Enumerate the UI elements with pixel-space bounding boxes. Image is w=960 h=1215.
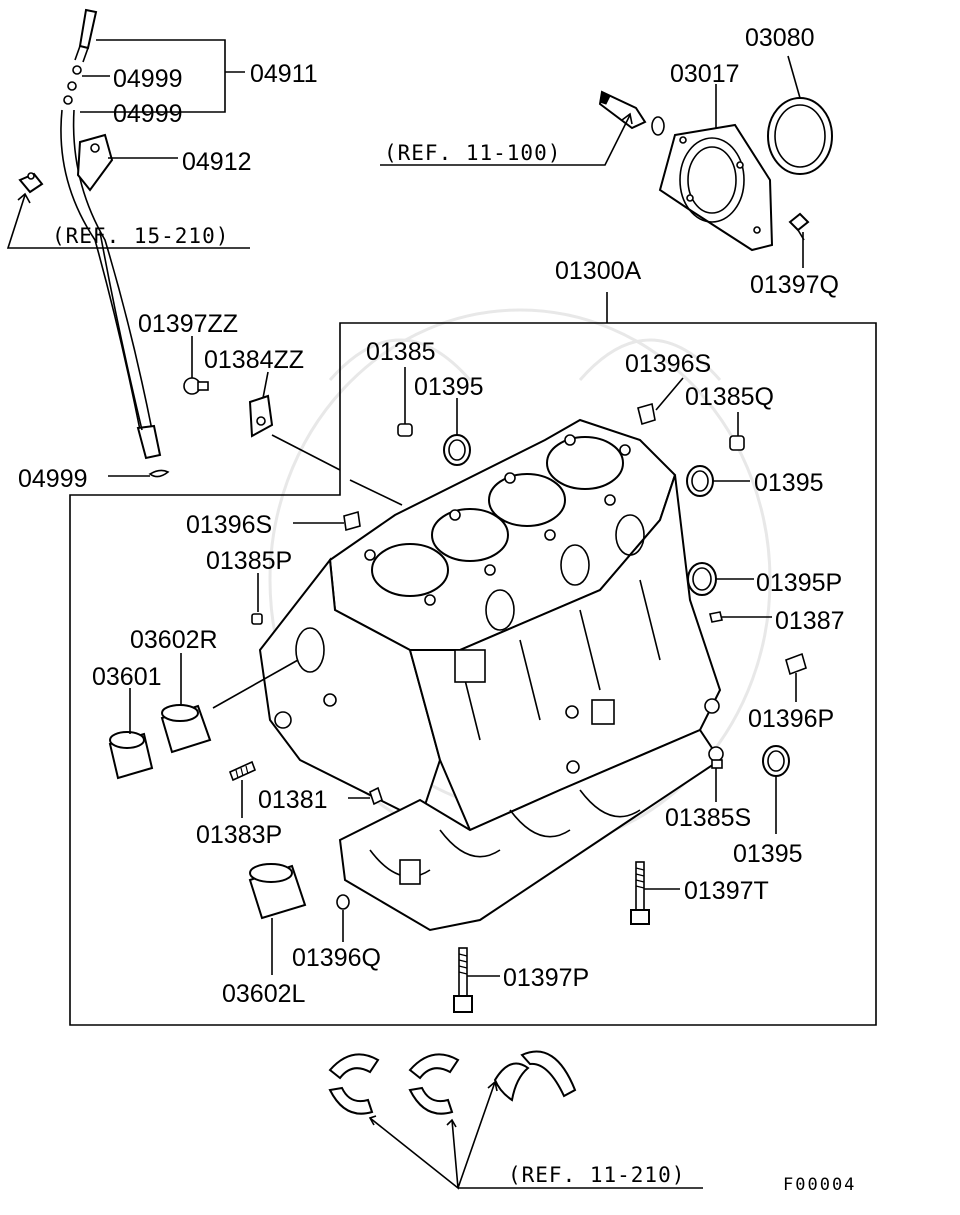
ref-15-210: (REF. 15-210) — [52, 224, 229, 248]
plug-01395-upper — [443, 434, 471, 466]
plug-01395p — [687, 562, 717, 596]
label-01395-right: 01395 — [754, 469, 824, 497]
bolt-01397t — [630, 861, 650, 925]
label-01395-lower: 01395 — [733, 840, 803, 868]
label-04999-upper: 04999 — [113, 65, 183, 93]
label-04999-lower: 04999 — [18, 465, 88, 493]
assembly-frame — [69, 322, 877, 1026]
label-03080: 03080 — [745, 24, 815, 52]
dowel-01396q — [336, 894, 350, 910]
label-01385: 01385 — [366, 338, 436, 366]
label-01395-upper: 01395 — [414, 373, 484, 401]
plug-01395-right — [686, 465, 714, 497]
dowel-01396p — [785, 652, 807, 676]
bracket-01384zz — [248, 394, 274, 438]
label-01381: 01381 — [258, 786, 328, 814]
bolt-01397p — [453, 947, 473, 1013]
label-04999-middle: 04999 — [113, 100, 183, 128]
dipstick-assembly — [18, 8, 170, 478]
label-01383p: 01383P — [196, 821, 282, 849]
plug-01385 — [397, 423, 413, 437]
label-01396p: 01396P — [748, 705, 834, 733]
ref-11-100: (REF. 11-100) — [384, 141, 561, 165]
stud-01383p — [228, 760, 257, 782]
bushing-03602r — [160, 704, 212, 754]
label-01300a: 01300A — [555, 257, 642, 285]
oil-seal-case — [598, 90, 833, 252]
bolt-01397zz — [183, 377, 209, 395]
figure-code: F00004 — [783, 1175, 856, 1195]
dowel-01396s — [343, 510, 361, 532]
label-03602l: 03602L — [222, 980, 306, 1008]
label-01387: 01387 — [775, 607, 845, 635]
label-01385p: 01385P — [206, 547, 292, 575]
label-04912: 04912 — [182, 148, 252, 176]
plug-01395-lower — [762, 745, 790, 777]
cylinder-block — [258, 418, 722, 932]
label-01385s: 01385S — [665, 804, 751, 832]
label-01384zz: 01384ZZ — [204, 346, 304, 374]
label-01397q: 01397Q — [750, 271, 839, 299]
plug-01385s — [708, 746, 724, 769]
label-01385q: 01385Q — [685, 383, 774, 411]
dowel-01396s-top — [637, 402, 656, 426]
pin-01387 — [709, 611, 723, 623]
label-01396q: 01396Q — [292, 944, 381, 972]
label-03601: 03601 — [92, 663, 162, 691]
label-03602r: 03602R — [130, 626, 218, 654]
ref-11-210: (REF. 11-210) — [508, 1163, 685, 1187]
pin-01381 — [369, 786, 383, 806]
main-bearing-set — [328, 1050, 577, 1115]
plug-01385p — [251, 613, 263, 625]
label-01396s: 01396S — [186, 511, 272, 539]
label-04911: 04911 — [250, 60, 318, 88]
label-01395p: 01395P — [756, 569, 842, 597]
label-01397zz: 01397ZZ — [138, 310, 238, 338]
plug-01385q — [729, 435, 745, 451]
bushing-03602l — [248, 863, 307, 920]
label-03017: 03017 — [670, 60, 740, 88]
bushing-03601 — [108, 731, 154, 780]
label-01397t: 01397T — [684, 877, 769, 905]
label-01396s-top: 01396S — [625, 350, 711, 378]
label-01397p: 01397P — [503, 964, 589, 992]
